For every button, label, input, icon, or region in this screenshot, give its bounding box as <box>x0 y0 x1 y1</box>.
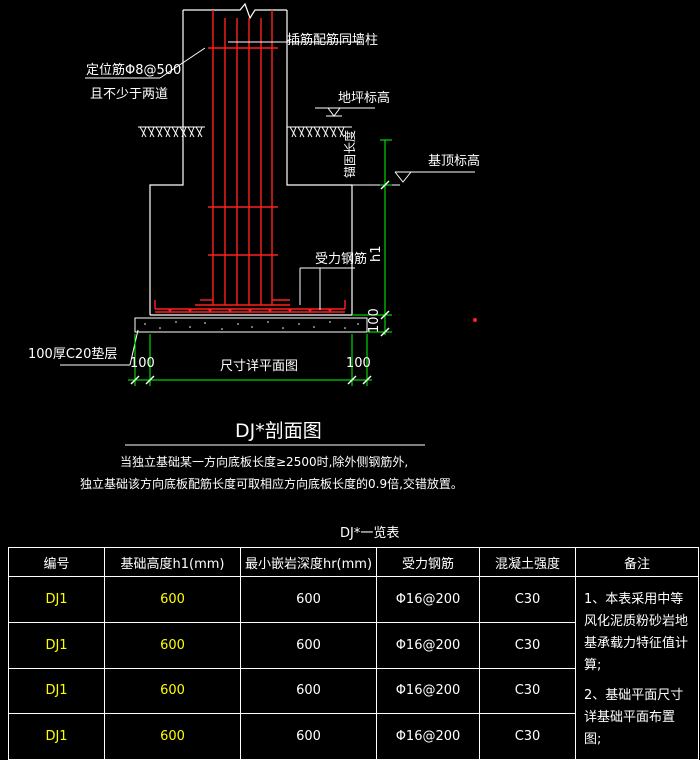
soil-hatch-right <box>287 126 352 138</box>
dim-left-label: 100 <box>130 356 155 371</box>
header-rebar: 受力钢筋 <box>376 547 480 577</box>
cell-height: 600 <box>104 713 241 760</box>
note-line-2: 独立基础该方向底板配筋长度可取相应方向底板长度的0.9倍,交错放置。 <box>80 477 463 491</box>
cell-code: DJ1 <box>8 576 105 623</box>
cell-code: DJ1 <box>8 713 105 760</box>
cell-embed-depth: 600 <box>240 713 377 760</box>
cell-height: 600 <box>104 576 241 623</box>
cell-rebar: Φ16@200 <box>376 576 480 623</box>
rebar-cage <box>154 10 346 313</box>
header-embed-depth: 最小嵌岩深度hr(mm) <box>240 547 377 577</box>
anchor-length-label: 锚固长度 <box>343 129 357 178</box>
pad-thickness-label: 100厚C20垫层 <box>28 347 118 362</box>
ground-level-symbol <box>315 107 375 117</box>
dim-center-label: 尺寸详平面图 <box>220 359 299 374</box>
table-caption: DJ*一览表 <box>340 526 400 541</box>
table-row: DJ1 600 600 Φ16@200 C30 1、本表采用中等风化泥质粉砂岩地… <box>8 576 699 760</box>
section-title: DJ*剖面图 <box>235 420 322 442</box>
dimension-lines <box>128 139 392 386</box>
foundation-outline <box>149 2 353 316</box>
cell-rebar: Φ16@200 <box>376 667 480 715</box>
cell-code: DJ1 <box>8 667 105 715</box>
note-line-1: 当独立基础某一方向底板长度≥2500时,除外侧钢筋外, <box>120 455 409 469</box>
base-top-level-symbol <box>352 171 475 186</box>
leader-lines <box>60 41 360 366</box>
base-top-level-label: 基顶标高 <box>428 154 481 169</box>
table-row: DJ1 600 600 Φ16@200 C30 <box>8 621 699 669</box>
remark-1: 1、本表采用中等风化泥质粉砂岩地基承载力特征值计算; <box>584 592 689 673</box>
position-bar-label: 定位筋Φ8@500 <box>86 63 182 78</box>
rebar-dots <box>168 308 477 322</box>
cell-concrete: C30 <box>479 621 576 669</box>
main-rebar-label: 受力钢筋 <box>315 252 368 267</box>
ground-level-label: 地坪标高 <box>338 91 391 106</box>
header-height: 基础高度h1(mm) <box>104 547 241 577</box>
table-header-row: 编号 基础高度h1(mm) 最小嵌岩深度hr(mm) 受力钢筋 混凝土强度 备注 <box>8 547 699 577</box>
cell-height: 600 <box>104 667 241 715</box>
header-code: 编号 <box>8 547 105 577</box>
concrete-pad <box>134 317 368 333</box>
cell-rebar: Φ16@200 <box>376 621 480 669</box>
cell-height: 600 <box>104 621 241 669</box>
cell-concrete: C30 <box>479 576 576 623</box>
cell-embed-depth: 600 <box>240 667 377 715</box>
cell-rebar: Φ16@200 <box>376 713 480 760</box>
cell-concrete: C30 <box>479 667 576 715</box>
header-remarks: 备注 <box>575 547 699 577</box>
header-concrete: 混凝土强度 <box>479 547 576 577</box>
foundation-schedule-table: 编号 基础高度h1(mm) 最小嵌岩深度hr(mm) 受力钢筋 混凝土强度 备注… <box>8 547 699 760</box>
foundation-section-drawing <box>60 2 477 446</box>
h1-dim-label: h1 <box>369 245 384 262</box>
cell-code: DJ1 <box>8 621 105 669</box>
cell-concrete: C30 <box>479 713 576 760</box>
cell-embed-depth: 600 <box>240 576 377 623</box>
wall-rebar-label: 插筋配筋同墙柱 <box>287 33 379 48</box>
soil-hatch-left <box>138 126 205 138</box>
dim-right-label: 100 <box>346 356 371 371</box>
pad-dim-label: 100 <box>367 308 382 333</box>
dimension-ticks <box>130 180 390 385</box>
remark-2: 2、基础平面尺寸详基础平面布置图; <box>584 688 684 747</box>
cell-embed-depth: 600 <box>240 621 377 669</box>
cell-remarks: 1、本表采用中等风化泥质粉砂岩地基承载力特征值计算; 2、基础平面尺寸详基础平面… <box>575 576 699 760</box>
position-bar-label-2: 且不少于两道 <box>90 87 169 102</box>
